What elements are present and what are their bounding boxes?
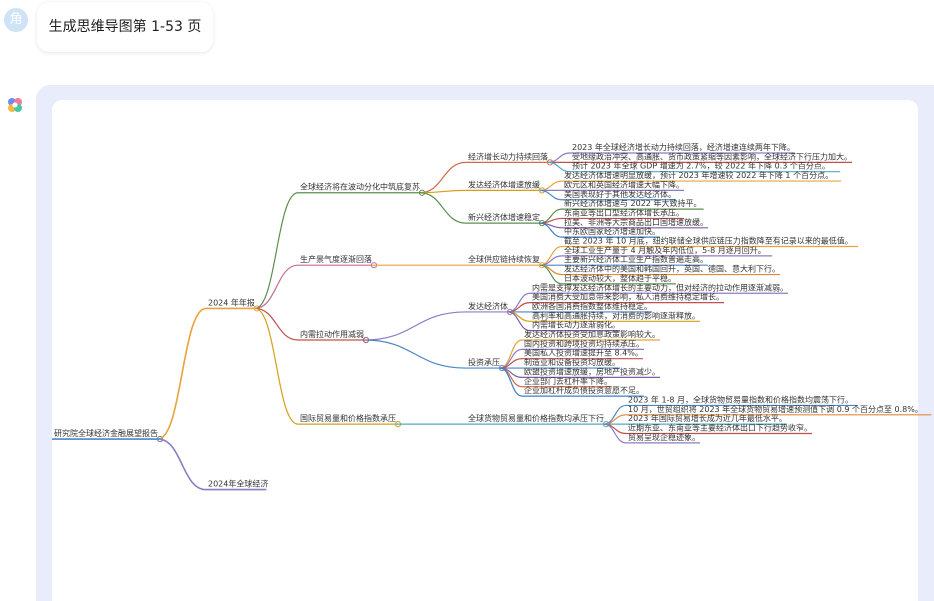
mindmap-connector xyxy=(499,367,523,397)
node-1-3-2-3-label[interactable]: 美国私人投资增速提升至 8.4%。 xyxy=(524,348,643,358)
node-1-3-1-5-label[interactable]: 内需增长动力逐渐弱化。 xyxy=(532,320,620,330)
node-1-4-1-5-label[interactable]: 贸易呈现企稳迹象。 xyxy=(628,432,700,442)
node-1-1-3-1-label[interactable]: 新兴经济体增速与 2022 年大致持平。 xyxy=(564,198,701,208)
node-1-3-1-4-label[interactable]: 高利率和高通胀持续，对消费的影响逐渐释放。 xyxy=(532,310,700,320)
node-1-3-2-label[interactable]: 投资承压 xyxy=(468,357,500,367)
node-1-4-1-3-label[interactable]: 2023 年国际贸易增长成为近几年最低水平。 xyxy=(628,413,787,423)
node-1-2-1-2-label[interactable]: 全球工业生产量于 4 月触及年内低位，5-8 月逐月回升。 xyxy=(564,245,766,255)
node-1-1-2-label[interactable]: 发达经济体增速放缓 xyxy=(468,179,540,189)
node-1-4-1-4-label[interactable]: 近期东亚、东南亚等主要经济体出口下行趋势收窄。 xyxy=(628,423,812,433)
mindmap-connector xyxy=(419,161,467,194)
node-1-1-1-label[interactable]: 经济增长动力持续回落 xyxy=(468,151,548,161)
mindmap-connector xyxy=(363,339,467,369)
assistant-logo-icon xyxy=(8,98,22,112)
node-1-2-1-4-label[interactable]: 发达经济体中的美国和韩国回升，英国、德国、意大利下行。 xyxy=(564,264,780,274)
node-1-2-1-1-label[interactable]: 截至 2023 年 10 月底，纽约联储全球供应链压力指数降至有记录以来的最低值… xyxy=(564,236,853,246)
node-1-1-3-3-label[interactable]: 拉美、非洲等大宗商品出口国增速放缓。 xyxy=(564,217,708,227)
mindmap-connector xyxy=(363,311,467,341)
node-1-1-1-1-label[interactable]: 2023 年全球经济增长动力持续回落，经济增速连续两年下降。 xyxy=(572,142,795,152)
mindmap-connector xyxy=(254,307,299,341)
node-1-3-1-3-label[interactable]: 欧洲各国消费指数整体维持稳定。 xyxy=(532,301,652,311)
node-1-3-2-6-label[interactable]: 企业部门去杠杆率下降。 xyxy=(524,376,612,386)
node-1-2-label[interactable]: 生产景气度逐渐回落 xyxy=(300,254,372,264)
node-1-label[interactable]: 2024 年年报 xyxy=(208,297,255,307)
node-1-3-2-4-label[interactable]: 制造业和设备投资均放缓。 xyxy=(524,357,620,367)
mindmap-connector xyxy=(157,307,207,440)
mindmap-connector xyxy=(507,311,531,332)
node-2-label[interactable]: 2024年全球经济 xyxy=(208,479,268,489)
user-avatar: 角 xyxy=(4,8,28,32)
node-1-1-3-label[interactable]: 新兴经济体增速稳定 xyxy=(468,212,540,222)
node-1-3-2-7-label[interactable]: 企业加杠杆成负债投资意愿不足。 xyxy=(524,385,644,395)
node-1-1-3-4-label[interactable]: 中东欧国家经济增速加快。 xyxy=(564,226,660,236)
node-1-4-label[interactable]: 国际贸易量和价格指数承压 xyxy=(300,413,396,423)
mindmap-connector xyxy=(603,423,627,444)
mindmap-connector xyxy=(419,189,467,194)
user-prompt-bubble: 生成思维导图第 1-53 页 xyxy=(37,2,213,52)
node-1-1-1-3-label[interactable]: 预计 2023 年全球 GDP 增速为 2.7%，较 2022 年下降 0.3 … xyxy=(572,161,830,171)
node-1-3-2-1-label[interactable]: 发达经济体投资受加息政策影响较大。 xyxy=(524,329,660,339)
node-1-3-2-2-label[interactable]: 国内投资和跨境投资均持续承压。 xyxy=(524,338,644,348)
node-1-1-3-2-label[interactable]: 东南亚等出口型经济体增长承压。 xyxy=(564,207,684,217)
mindmap-connector xyxy=(539,264,563,285)
mindmap-canvas[interactable] xyxy=(52,100,918,601)
node-1-3-label[interactable]: 内需拉动作用减弱 xyxy=(300,329,364,339)
node-1-1-1-2-label[interactable]: 受地缘政治冲突、高通胀、货币政策紧缩等因素影响，全球经济下行压力加大。 xyxy=(572,151,852,161)
node-1-2-1-label[interactable]: 全球供应链持续恢复 xyxy=(468,254,540,264)
node-1-1-2-2-label[interactable]: 欧元区和英国经济增速大幅下降。 xyxy=(564,179,684,189)
mindmap-connector xyxy=(157,438,207,491)
node-1-4-1-1-label[interactable]: 2023 年 1-8 月，全球货物贸易量指数和价格指数均震荡下行。 xyxy=(628,394,853,404)
node-1-1-label[interactable]: 全球经济将在波动分化中筑底复苏 xyxy=(300,182,420,192)
mindmap-connector xyxy=(254,264,299,310)
mindmap-connector xyxy=(419,192,467,224)
node-1-2-1-5-label[interactable]: 日本波动较大，整体趋于平稳。 xyxy=(564,273,676,283)
node-1-1-2-1-label[interactable]: 发达经济体增速明显放缓，预计 2023 年增速较 2022 年下降 1 个百分点… xyxy=(564,170,833,180)
mindmap-connector xyxy=(539,189,563,201)
node-1-3-1-label[interactable]: 发达经济体 xyxy=(468,301,508,311)
mindmap-connector xyxy=(254,307,299,425)
node-1-4-1-2-label[interactable]: 10 月，世贸组织将 2023 年全球货物贸易增速预测值下调 0.9 个百分点至… xyxy=(628,404,923,414)
node-1-3-1-2-label[interactable]: 美国消费大受加息带来影响，私人消费维持稳定增长。 xyxy=(532,292,724,302)
node-1-4-1-label[interactable]: 全球货物贸易量和价格指数均承压下行 xyxy=(468,413,604,423)
node-1-3-2-5-label[interactable]: 欧盟投资增速放缓，房地产投资减少。 xyxy=(524,366,660,376)
node-1-2-1-3-label[interactable]: 主要新兴经济体工业生产指数普遍走高。 xyxy=(564,254,708,264)
node-1-3-1-1-label[interactable]: 内需是支撑发达经济体增长的主要动力，但对经济的拉动作用逐渐减弱。 xyxy=(532,282,788,292)
node-1-1-2-3-label[interactable]: 美国表现好于其他发达经济体。 xyxy=(564,189,676,199)
node-label[interactable]: 研究院全球经济金融展望报告 xyxy=(54,428,158,438)
mindmap-connector xyxy=(254,192,299,310)
mindmap-connector xyxy=(539,222,563,238)
mindmap-connector xyxy=(547,161,571,173)
